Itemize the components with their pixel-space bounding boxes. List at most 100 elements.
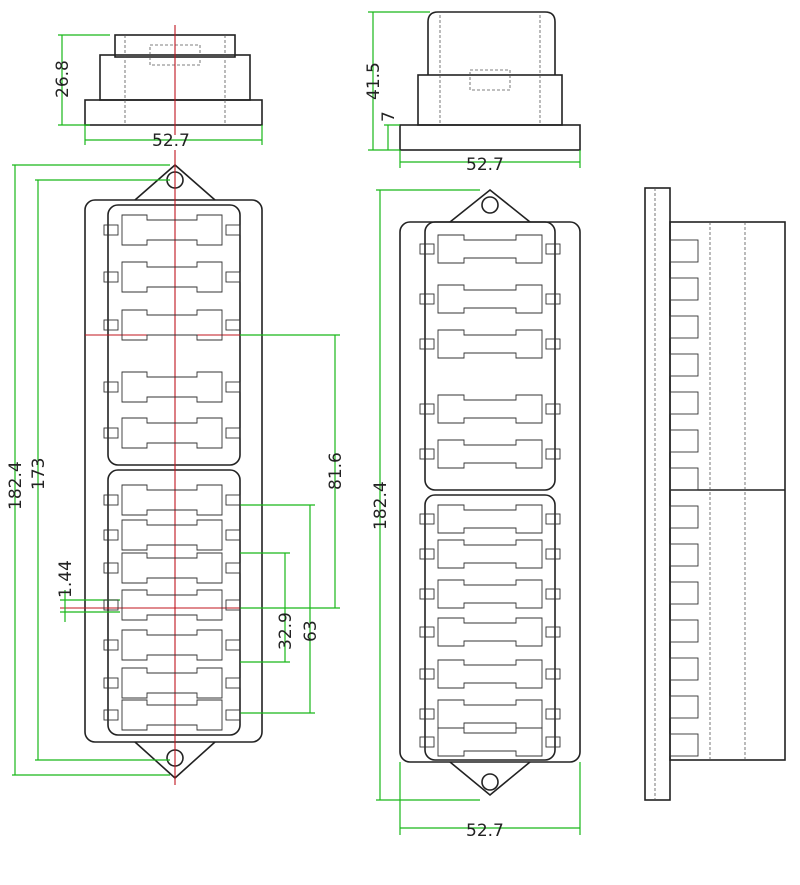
- fuse-slot: [437, 329, 543, 359]
- top-view-left: 26.8 52.7: [53, 25, 263, 151]
- side-tab: [225, 529, 241, 541]
- dim-7: 7: [379, 111, 399, 122]
- side-tab: [419, 588, 435, 600]
- side-tab: [419, 513, 435, 525]
- fuse-slot: [437, 579, 543, 609]
- side-terminal: [669, 619, 699, 643]
- side-tab: [103, 271, 119, 283]
- side-terminal: [669, 505, 699, 529]
- side-tab: [103, 677, 119, 689]
- dim-52-7-top-middle: 52.7: [466, 155, 504, 175]
- dim-41-5: 41.5: [364, 62, 384, 100]
- fuse-slot: [437, 659, 543, 689]
- side-tab: [419, 293, 435, 305]
- fuse-slot: [121, 667, 223, 699]
- side-tab: [225, 494, 241, 506]
- fuse-slot: [121, 699, 223, 731]
- side-tab: [103, 529, 119, 541]
- side-tab: [545, 403, 561, 415]
- front-view-middle: 182.4 52.7: [371, 188, 581, 841]
- side-tab: [545, 548, 561, 560]
- side-terminal: [669, 353, 699, 377]
- side-terminal: [669, 429, 699, 453]
- side-terminal: [669, 391, 699, 415]
- side-tab: [419, 626, 435, 638]
- fuse-slot: [121, 519, 223, 551]
- side-tab: [225, 639, 241, 651]
- side-tab: [419, 403, 435, 415]
- side-terminal: [669, 277, 699, 301]
- fuse-slot: [121, 589, 223, 621]
- side-terminal: [669, 467, 699, 491]
- side-view: [644, 187, 786, 801]
- side-terminal: [669, 733, 699, 757]
- side-tab: [545, 668, 561, 680]
- fuse-slot: [121, 552, 223, 584]
- dim-81-6: 81.6: [326, 452, 346, 490]
- side-tab: [225, 271, 241, 283]
- fuse-slot: [437, 617, 543, 647]
- side-tab: [225, 709, 241, 721]
- fuse-slot: [121, 261, 223, 293]
- side-tab: [545, 448, 561, 460]
- dim-1-44: 1.44: [56, 560, 76, 598]
- side-tab: [545, 513, 561, 525]
- side-tab: [103, 709, 119, 721]
- side-terminal: [669, 239, 699, 263]
- side-tab: [545, 588, 561, 600]
- side-terminal: [669, 315, 699, 339]
- side-tab: [103, 319, 119, 331]
- side-tab: [545, 708, 561, 720]
- side-terminal: [669, 543, 699, 567]
- fuse-slot: [121, 309, 223, 341]
- fuse-slot: [437, 439, 543, 469]
- fuse-slot: [121, 371, 223, 403]
- side-tab: [545, 243, 561, 255]
- side-tab: [225, 319, 241, 331]
- side-terminal: [669, 581, 699, 605]
- side-tab: [103, 562, 119, 574]
- side-terminal: [669, 657, 699, 681]
- side-tab: [545, 338, 561, 350]
- top-view-middle: 41.5 7 52.7: [364, 11, 581, 175]
- fuse-slot: [121, 484, 223, 516]
- front-view-left: 182.4 173 81.6 63 32.9 1.44: [6, 150, 346, 785]
- side-tab: [103, 224, 119, 236]
- side-tab: [103, 427, 119, 439]
- dim-32-9: 32.9: [276, 612, 296, 650]
- side-tab: [545, 626, 561, 638]
- dim-63: 63: [301, 620, 321, 642]
- side-tab: [225, 677, 241, 689]
- fuse-slot: [437, 699, 543, 729]
- fuse-slot: [437, 504, 543, 534]
- side-tab: [103, 639, 119, 651]
- side-tab: [419, 448, 435, 460]
- side-tab: [419, 243, 435, 255]
- fuse-slot: [437, 394, 543, 424]
- side-tab: [225, 381, 241, 393]
- side-tab: [419, 736, 435, 748]
- fuse-slot: [121, 214, 223, 246]
- dim-173: 173: [29, 458, 49, 490]
- side-tab: [225, 562, 241, 574]
- side-tab: [225, 224, 241, 236]
- fuse-slot: [121, 417, 223, 449]
- side-tab: [103, 381, 119, 393]
- side-tab: [225, 599, 241, 611]
- dim-182-4-left: 182.4: [6, 461, 26, 510]
- side-tab: [545, 293, 561, 305]
- side-tab: [545, 736, 561, 748]
- side-tab: [419, 668, 435, 680]
- fuse-slot: [437, 727, 543, 757]
- side-terminal: [669, 695, 699, 719]
- dim-182-4-middle: 182.4: [371, 481, 391, 530]
- dim-52-7-top-left: 52.7: [152, 131, 190, 151]
- fuse-slot: [121, 629, 223, 661]
- fuse-slot: [437, 284, 543, 314]
- side-tab: [419, 708, 435, 720]
- fuse-slot: [437, 234, 543, 264]
- fuse-slot: [437, 539, 543, 569]
- dim-26-8: 26.8: [53, 60, 73, 98]
- side-tab: [225, 427, 241, 439]
